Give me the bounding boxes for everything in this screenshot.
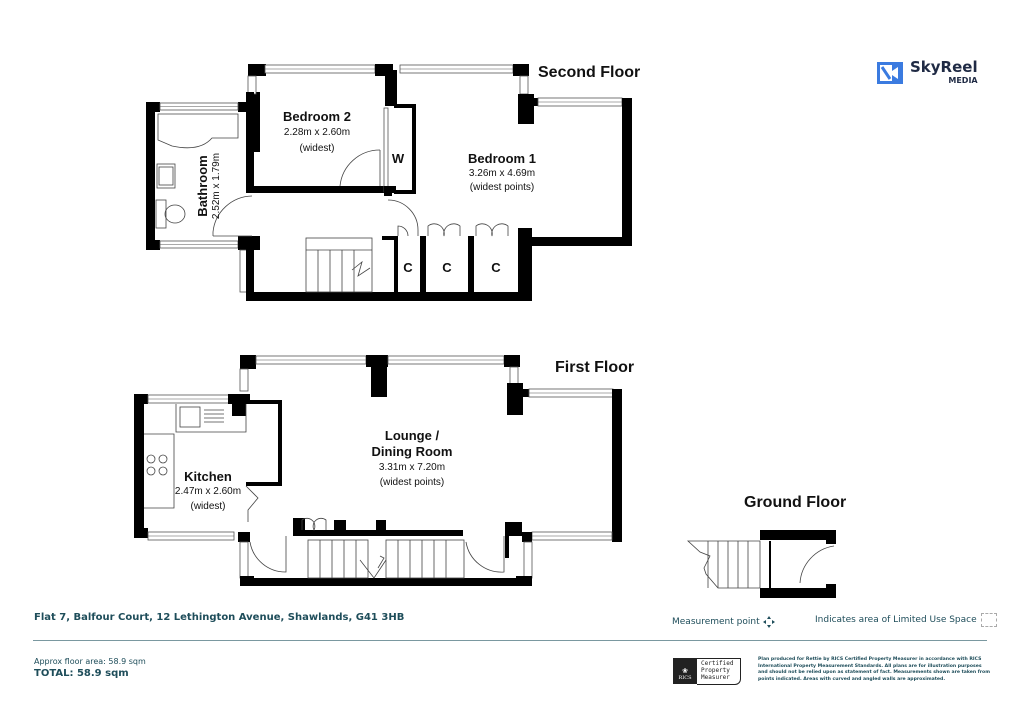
measurement-point-icon — [762, 616, 775, 628]
kitchen-note: (widest) — [190, 501, 225, 512]
bathroom-name: Bathroom — [195, 155, 210, 216]
limited-use-swatch — [980, 613, 997, 627]
bathroom-dims: 2.52m x 1.79m — [211, 153, 222, 219]
total-area: TOTAL: 58.9 sqm — [34, 668, 129, 679]
room-labels: Bedroom 2 2.28m x 2.60m (widest) Bedroom… — [175, 109, 536, 512]
rics-logo: ❀ RICS — [673, 658, 697, 684]
bedroom1-note: (widest points) — [470, 182, 534, 193]
lounge-name: Lounge / — [385, 428, 440, 443]
wardrobe-label: W — [392, 151, 405, 166]
first-floor-title: First Floor — [555, 359, 635, 376]
property-address: Flat 7, Balfour Court, 12 Lethington Ave… — [34, 612, 405, 623]
kitchen-name: Kitchen — [184, 469, 232, 484]
lounge-name2: Dining Room — [372, 444, 453, 459]
first-floor-fixtures — [144, 404, 505, 579]
rics-badge: ❀ RICS Certified Property Measurer — [673, 658, 741, 685]
rics-cert-line: Measurer — [701, 674, 730, 681]
legend-limited-label: Indicates area of Limited Use Space — [815, 615, 977, 625]
second-floor-plan — [146, 64, 632, 301]
brand-name: SkyReel — [910, 58, 978, 76]
legend-measurement-point: Measurement point — [672, 615, 776, 629]
lounge-note: (widest points) — [380, 477, 444, 488]
first-floor-plan — [134, 355, 622, 586]
brand-subtitle: MEDIA — [948, 76, 978, 85]
cupboard-label: C — [491, 260, 501, 275]
rics-crest-icon: ❀ — [682, 667, 688, 675]
second-floor-fixtures — [155, 113, 509, 293]
ground-floor-title: Ground Floor — [744, 494, 847, 511]
rics-certification: Certified Property Measurer — [697, 658, 741, 685]
rics-cert-line: Property — [701, 667, 730, 674]
second-floor-title: Second Floor — [538, 64, 641, 81]
disclaimer-text: Plan produced for Rettie by RICS Certifi… — [758, 657, 990, 682]
cupboard-label: C — [442, 260, 452, 275]
cupboard-label: C — [403, 260, 413, 275]
rics-cert-line: Certified — [701, 660, 734, 667]
bedroom2-dims: 2.28m x 2.60m — [284, 127, 350, 138]
legend-measurement-label: Measurement point — [672, 617, 760, 627]
kitchen-dims: 2.47m x 2.60m — [175, 486, 241, 497]
bedroom2-note: (widest) — [299, 143, 334, 154]
bedroom1-dims: 3.26m x 4.69m — [469, 168, 535, 179]
bedroom2-name: Bedroom 2 — [283, 109, 351, 124]
rics-name: RICS — [678, 675, 692, 681]
approx-floor-area: Approx floor area: 58.9 sqm — [34, 657, 146, 666]
lounge-dims: 3.31m x 7.20m — [379, 462, 445, 473]
ground-floor-plan — [686, 530, 836, 598]
skyreel-camera-icon — [877, 61, 903, 84]
legend-limited-use: Indicates area of Limited Use Space — [815, 613, 997, 627]
bedroom1-name: Bedroom 1 — [468, 151, 536, 166]
footer-divider — [33, 640, 987, 641]
brand-logo: SkyReel MEDIA — [876, 60, 978, 85]
